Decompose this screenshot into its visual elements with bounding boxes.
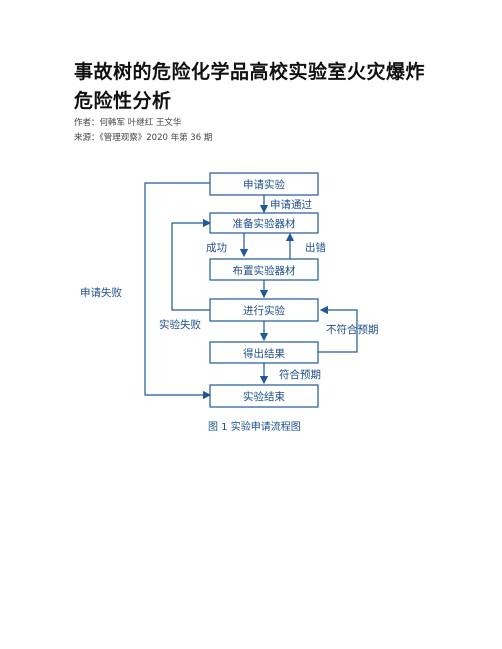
node-result-box	[209, 341, 319, 364]
arrow-not-expected	[318, 305, 358, 353]
node-conduct-box	[209, 298, 319, 322]
edge-label-not-expected: 不符合预期	[326, 323, 379, 336]
node-end-label: 实验结束	[243, 390, 285, 403]
edge-label-success: 成功	[206, 242, 227, 254]
edge-label-experiment-failed: 实验失败	[159, 318, 201, 331]
node-prepare-box	[209, 212, 319, 234]
arrow-experiment-failed	[171, 218, 212, 311]
edge-label-apply-failed: 申请失败	[80, 286, 122, 299]
flowchart-figure: 申请实验 准备实验器材 布置实验器材 进行实验 得出结果 实验结束 申请通过 成…	[80, 172, 379, 408]
edge-label-error: 出错	[305, 241, 326, 254]
source-line: 来源：《管理观察》2020 年第 36 期	[74, 133, 213, 143]
node-arrange-label: 布置实验器材	[233, 264, 296, 277]
article-title: 事故树的危险化学品高校实验室火灾爆炸危险性分析	[74, 61, 426, 112]
node-result-label: 得出结果	[243, 347, 285, 360]
arrow-apply-failed	[144, 182, 212, 400]
node-apply-box	[209, 172, 319, 196]
edge-label-apply-passed: 申请通过	[270, 198, 312, 211]
node-apply-label: 申请实验	[243, 178, 285, 191]
node-arrange-box	[209, 258, 319, 281]
node-prepare-label: 准备实验器材	[233, 217, 296, 230]
node-conduct-label: 进行实验	[243, 304, 285, 317]
author-line: 作者：何韩军 叶继红 王文华	[74, 118, 182, 128]
edge-label-as-expected: 符合预期	[279, 368, 321, 381]
figure-caption: 图 1 实验申请流程图	[208, 422, 301, 433]
node-end-box	[209, 384, 319, 408]
